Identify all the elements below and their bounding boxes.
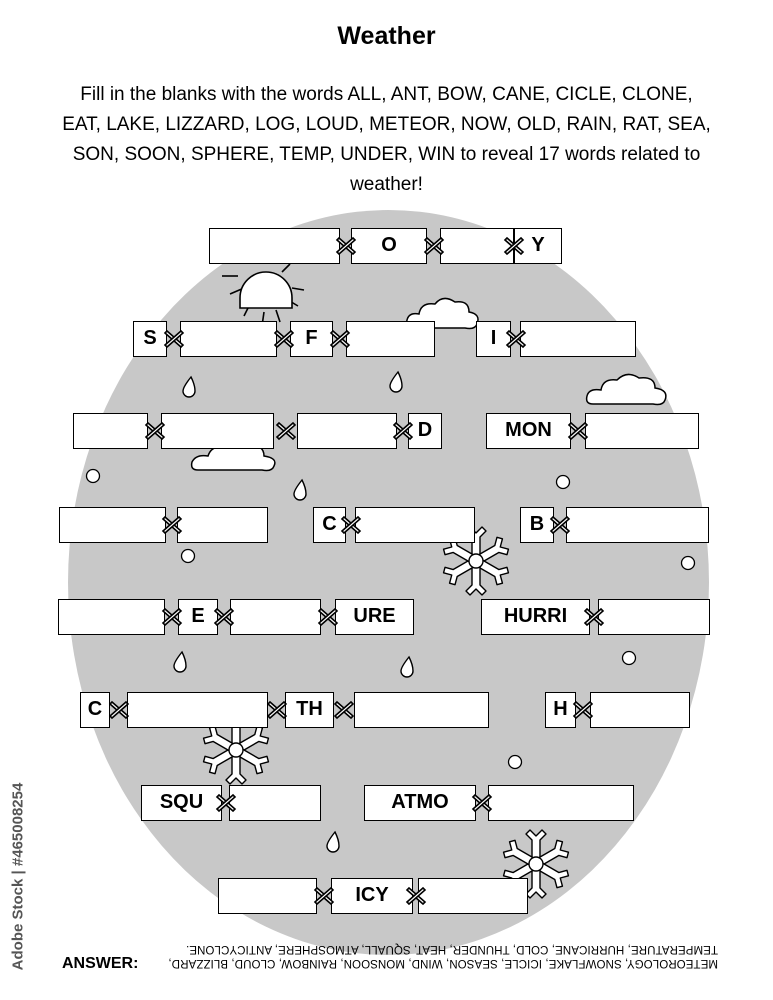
connector-x-icon bbox=[469, 790, 495, 816]
connector-x-icon bbox=[547, 512, 573, 538]
blank-answer-box[interactable] bbox=[346, 321, 435, 357]
cloud-icon bbox=[585, 373, 667, 406]
raindrop-icon bbox=[326, 830, 340, 853]
connector-x-icon bbox=[390, 418, 416, 444]
blank-answer-box[interactable] bbox=[209, 228, 340, 264]
word-fragment-box: SQU bbox=[141, 785, 222, 821]
answer-label: ANSWER: bbox=[62, 955, 139, 972]
connector-x-icon bbox=[213, 790, 239, 816]
blank-answer-box[interactable] bbox=[297, 413, 397, 449]
hail-ball-icon bbox=[85, 468, 101, 484]
word-fragment-box: C bbox=[80, 692, 110, 728]
connector-x-icon bbox=[421, 233, 447, 259]
connector-x-icon bbox=[565, 418, 591, 444]
connector-x-icon bbox=[503, 326, 529, 352]
word-fragment-box: ATMO bbox=[364, 785, 476, 821]
connector-x-icon bbox=[315, 604, 341, 630]
blank-answer-box[interactable] bbox=[161, 413, 274, 449]
connector-x-icon bbox=[159, 512, 185, 538]
connector-x-icon bbox=[142, 418, 168, 444]
word-fragment-box: O bbox=[351, 228, 427, 264]
blank-answer-box[interactable] bbox=[230, 599, 321, 635]
blank-answer-box[interactable] bbox=[590, 692, 690, 728]
word-fragment-box: H bbox=[545, 692, 576, 728]
word-fragment-box: MON bbox=[486, 413, 571, 449]
connector-x-icon bbox=[159, 604, 185, 630]
connector-x-icon bbox=[331, 697, 357, 723]
hail-ball-icon bbox=[555, 474, 571, 490]
blank-answer-box[interactable] bbox=[598, 599, 710, 635]
connector-x-icon bbox=[211, 604, 237, 630]
word-fragment-box: ICY bbox=[331, 878, 413, 914]
word-fragment-box: Y bbox=[514, 228, 562, 264]
blank-answer-box[interactable] bbox=[229, 785, 321, 821]
word-fragment-box: I bbox=[476, 321, 511, 357]
word-fragment-box: C bbox=[313, 507, 346, 543]
connector-x-icon bbox=[273, 418, 299, 444]
page-title: Weather bbox=[337, 22, 436, 50]
raindrop-icon bbox=[182, 375, 196, 398]
connector-x-icon bbox=[501, 233, 527, 259]
blank-answer-box[interactable] bbox=[354, 692, 489, 728]
sun-icon bbox=[222, 263, 305, 327]
connector-x-icon bbox=[570, 697, 596, 723]
hail-ball-icon bbox=[507, 754, 523, 770]
raindrop-icon bbox=[173, 650, 187, 673]
word-fragment-box: F bbox=[290, 321, 333, 357]
connector-x-icon bbox=[403, 883, 429, 909]
connector-x-icon bbox=[264, 697, 290, 723]
blank-answer-box[interactable] bbox=[355, 507, 475, 543]
raindrop-icon bbox=[389, 370, 403, 393]
blank-answer-box[interactable] bbox=[520, 321, 636, 357]
word-fragment-box: E bbox=[178, 599, 218, 635]
blank-answer-box[interactable] bbox=[440, 228, 514, 264]
connector-x-icon bbox=[311, 883, 337, 909]
blank-answer-box[interactable] bbox=[585, 413, 699, 449]
hail-ball-icon bbox=[621, 650, 637, 666]
stock-watermark-id: Adobe Stock | #465008254 bbox=[9, 782, 27, 970]
connector-x-icon bbox=[327, 326, 353, 352]
connector-x-icon bbox=[106, 697, 132, 723]
raindrop-icon bbox=[400, 655, 414, 678]
hail-ball-icon bbox=[680, 555, 696, 571]
snowflake-icon bbox=[502, 829, 570, 899]
instructions-text: Fill in the blanks with the words ALL, A… bbox=[62, 84, 711, 195]
hail-ball-icon bbox=[180, 548, 196, 564]
blank-answer-box[interactable] bbox=[59, 507, 166, 543]
blank-answer-box[interactable] bbox=[418, 878, 528, 914]
blank-answer-box[interactable] bbox=[218, 878, 317, 914]
connector-x-icon bbox=[333, 233, 359, 259]
raindrop-icon bbox=[293, 478, 307, 501]
connector-x-icon bbox=[271, 326, 297, 352]
blank-answer-box[interactable] bbox=[127, 692, 268, 728]
word-fragment-box: D bbox=[408, 413, 442, 449]
word-fragment-box: TH bbox=[285, 692, 334, 728]
blank-answer-box[interactable] bbox=[58, 599, 165, 635]
connector-x-icon bbox=[161, 326, 187, 352]
connector-x-icon bbox=[581, 604, 607, 630]
blank-answer-box[interactable] bbox=[566, 507, 709, 543]
blank-answer-box[interactable] bbox=[180, 321, 277, 357]
word-fragment-box: URE bbox=[335, 599, 414, 635]
blank-answer-box[interactable] bbox=[73, 413, 148, 449]
word-fragment-box: B bbox=[520, 507, 554, 543]
answer-key-upside-down: METEOROLOGY, SNOWFLAKE, ICICLE, SEASON, … bbox=[168, 943, 718, 969]
word-fragment-box: S bbox=[133, 321, 167, 357]
connector-x-icon bbox=[338, 512, 364, 538]
word-fragment-box: HURRI bbox=[481, 599, 590, 635]
blank-answer-box[interactable] bbox=[177, 507, 268, 543]
blank-answer-box[interactable] bbox=[488, 785, 634, 821]
